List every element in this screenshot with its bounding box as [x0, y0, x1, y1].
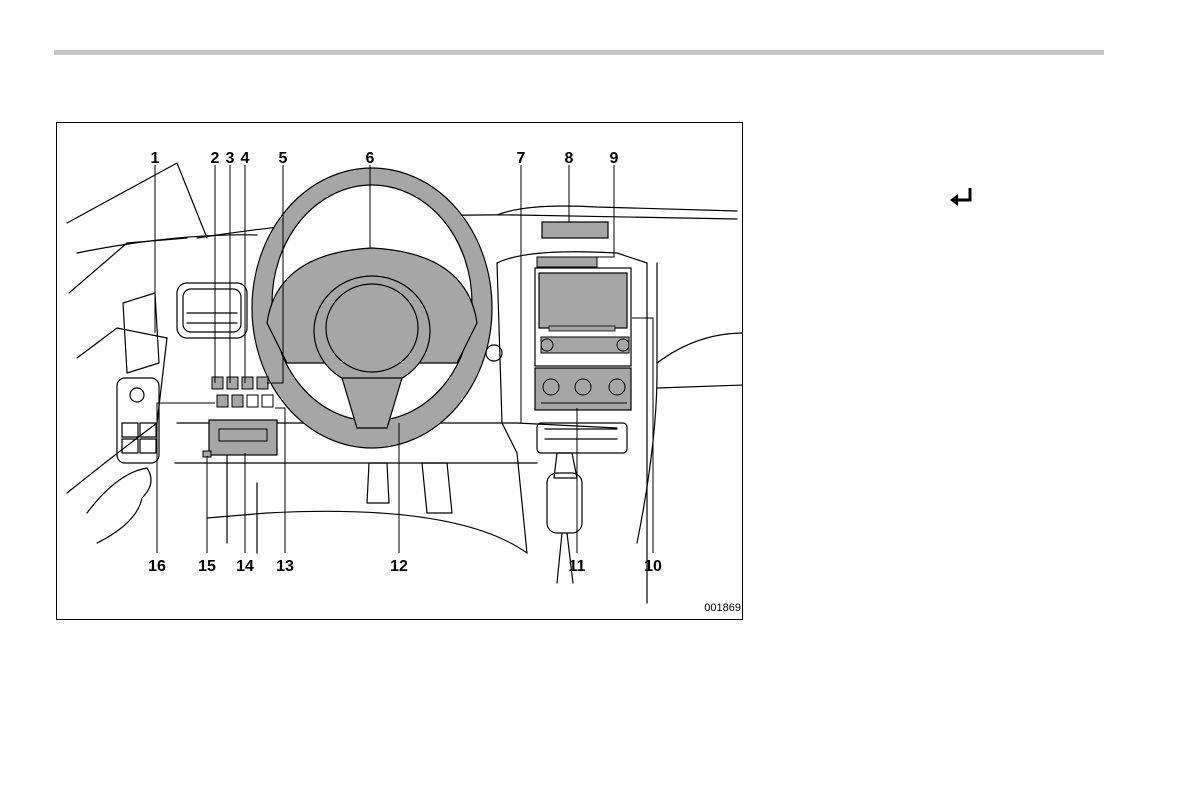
callout-6: 6 [366, 150, 375, 167]
center-display [535, 268, 631, 366]
callout-4: 4 [241, 150, 250, 167]
steering-wheel [252, 168, 492, 448]
callout-14: 14 [236, 558, 254, 575]
header-rule [54, 50, 1104, 55]
climate-control-panel [535, 368, 631, 410]
callout-12: 12 [390, 558, 408, 575]
multi-function-display [542, 222, 608, 238]
dashboard-figure: 1 2 3 4 5 6 7 8 9 10 11 12 13 14 15 16 0… [56, 122, 743, 620]
callout-13: 13 [276, 558, 294, 575]
callout-1: 1 [151, 150, 160, 167]
callout-3: 3 [226, 150, 235, 167]
callout-7: 7 [517, 150, 526, 167]
return-arrow-icon [948, 186, 974, 206]
callout-5: 5 [279, 150, 288, 167]
lower-panel [203, 420, 277, 457]
callout-15: 15 [198, 558, 216, 575]
callout-9: 9 [610, 150, 619, 167]
dashboard-illustration: 1 2 3 4 5 6 7 8 9 10 11 12 13 14 15 16 0… [57, 123, 743, 620]
callout-10: 10 [644, 558, 662, 575]
figure-code: 001869 [704, 602, 741, 614]
callout-2: 2 [211, 150, 220, 167]
callout-16: 16 [148, 558, 166, 575]
center-switch-strip [537, 257, 597, 267]
callout-8: 8 [565, 150, 574, 167]
callout-11: 11 [569, 558, 586, 575]
left-switch-panel [212, 377, 273, 407]
